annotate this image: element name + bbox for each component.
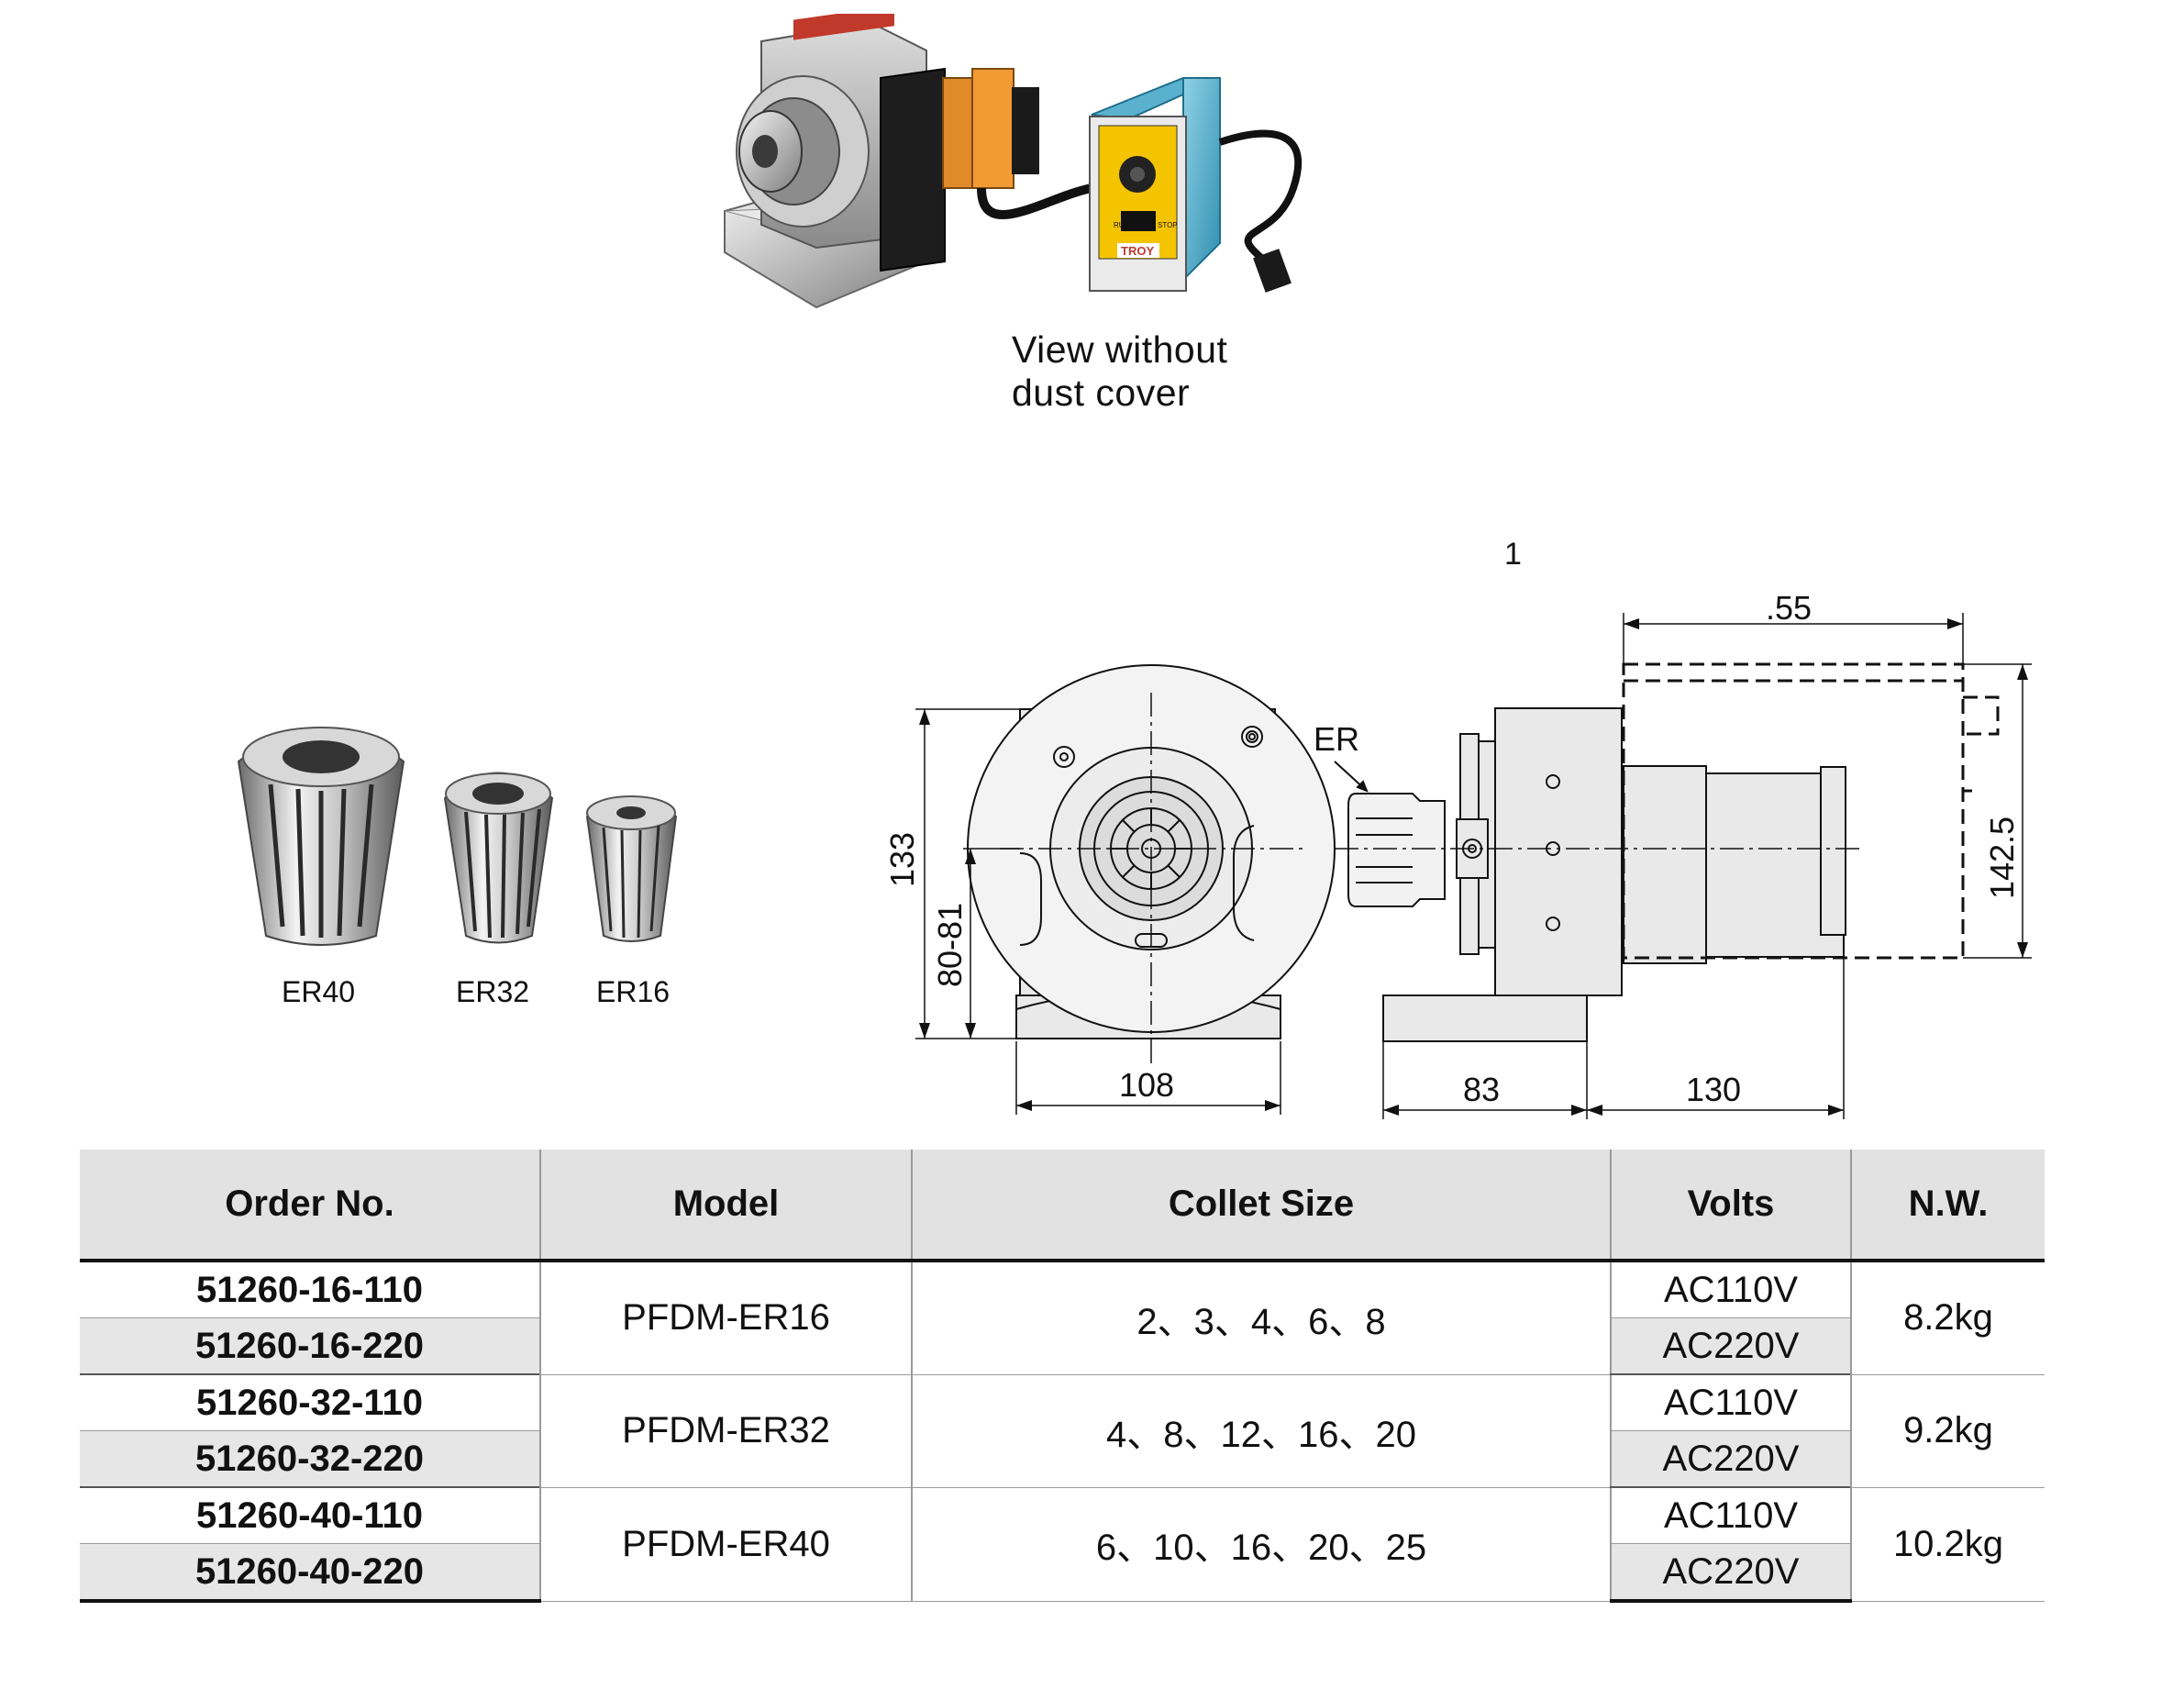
volts-cell: AC110V (1610, 1374, 1851, 1431)
volts-cell: AC220V (1610, 1317, 1851, 1375)
volts-cell: AC220V (1610, 1430, 1851, 1488)
dim-142-5: 142.5 (1983, 817, 2021, 899)
model-cell: PFDM-ER32 (539, 1374, 912, 1488)
header-collet-size: Collet Size (911, 1150, 1611, 1262)
collet-er40 (237, 727, 405, 946)
nw-cell: 10.2kg (1850, 1487, 2045, 1602)
table-row: 51260-40-110 PFDM-ER40 6、10、16、20、25 AC1… (80, 1487, 2045, 1602)
model-cell: PFDM-ER40 (539, 1487, 912, 1602)
table-row: 51260-32-220 AC220V (80, 1430, 2045, 1488)
dim-108: 108 (1119, 1066, 1174, 1104)
dim-130: 130 (1686, 1071, 1741, 1108)
dimension-arrows (919, 618, 2028, 1116)
table-header-row: Order No. Model Collet Size Volts N.W. (80, 1150, 2045, 1262)
caption-line-2: dust cover (1012, 372, 1191, 414)
dim-133: 133 (883, 832, 921, 887)
model-cell: PFDM-ER16 (539, 1261, 912, 1375)
order-no-cell: 51260-16-220 (80, 1317, 540, 1375)
header-model: Model (539, 1150, 912, 1262)
drawing-note-1: 1 (1504, 537, 1522, 572)
order-no-cell: 51260-32-110 (80, 1374, 540, 1431)
volts-cell: AC110V (1610, 1261, 1851, 1318)
volts-cell: AC110V (1610, 1487, 1851, 1544)
label-er: ER (1314, 720, 1359, 758)
nw-cell: 8.2kg (1850, 1261, 2045, 1375)
nw-cell: 9.2kg (1850, 1374, 2045, 1488)
side-view (1334, 662, 2000, 1042)
order-no-cell: 51260-32-220 (80, 1430, 540, 1488)
dim-55: .55 (1766, 589, 1812, 627)
order-no-cell: 51260-40-220 (80, 1543, 540, 1603)
collet-size-cell: 4、8、12、16、20 (911, 1374, 1611, 1488)
dim-83: 83 (1463, 1071, 1500, 1108)
header-nw: N.W. (1850, 1150, 2045, 1262)
dim-80-81: 80-81 (931, 903, 969, 987)
header-order-no: Order No. (80, 1150, 540, 1262)
table-row: 51260-16-110 PFDM-ER16 2、3、4、6、8 AC110V … (80, 1261, 2045, 1375)
collet-label-er16: ER16 (596, 975, 671, 1008)
order-no-cell: 51260-16-110 (80, 1261, 540, 1318)
order-no-cell: 51260-40-110 (80, 1487, 540, 1544)
spec-table: Order No. Model Collet Size Volts N.W. 5… (80, 1150, 2045, 1603)
caption-line-1: View without (1012, 328, 1228, 371)
brand-label: TROY (1121, 244, 1154, 258)
table-row: 51260-16-220 AC220V (80, 1317, 2045, 1375)
front-view (967, 664, 1336, 1064)
header-volts: Volts (1610, 1150, 1851, 1262)
svg-text:STOP: STOP (1158, 221, 1178, 229)
collet-size-cell: 2、3、4、6、8 (911, 1261, 1611, 1375)
volts-cell: AC220V (1610, 1543, 1851, 1603)
collet-label-er40: ER40 (282, 975, 356, 1008)
collet-er16 (585, 795, 678, 942)
table-row: 51260-40-220 AC220V (80, 1543, 2045, 1603)
table-row: 51260-32-110 PFDM-ER32 4、8、12、16、20 AC11… (80, 1374, 2045, 1488)
svg-text:RUN: RUN (1114, 221, 1130, 229)
collet-label-er32: ER32 (456, 975, 530, 1008)
dimension-lines (915, 613, 2032, 1119)
product-photo: RUN STOP TROY (724, 14, 1303, 309)
collet-images (237, 727, 678, 946)
collet-er32 (443, 772, 554, 944)
collet-size-cell: 6、10、16、20、25 (911, 1487, 1611, 1602)
photo-caption: View without dust cover (1012, 328, 1227, 415)
